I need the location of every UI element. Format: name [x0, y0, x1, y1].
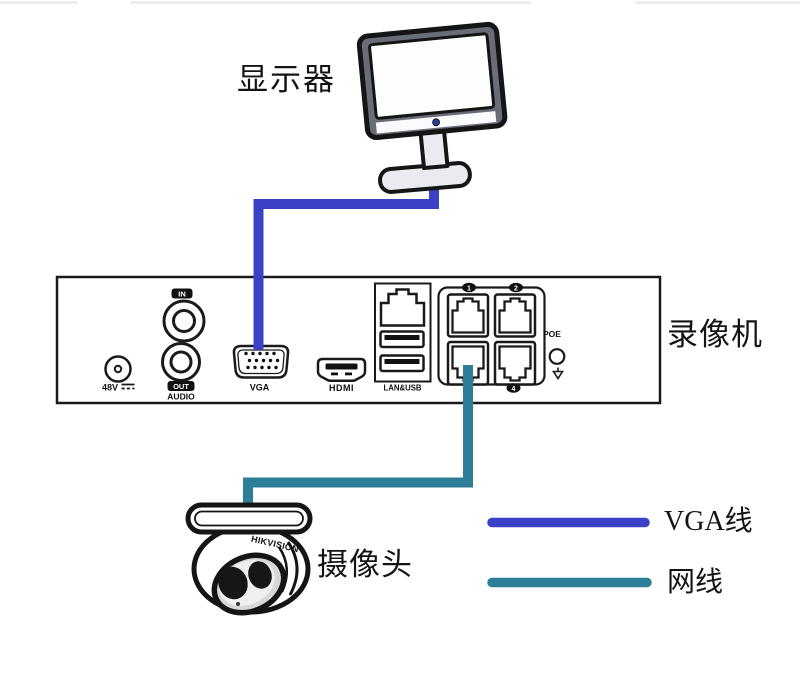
- poe-port-1-inner: [451, 297, 485, 334]
- poe-label: POE: [543, 329, 561, 339]
- poe-port-4-badge: [506, 383, 521, 393]
- vga-pins: [244, 351, 280, 370]
- poe-block: 1 2 4 POE: [437, 282, 566, 393]
- poe-port-4-number: 4: [512, 386, 516, 393]
- top-edge-artifact: [130, 1, 530, 4]
- camera-mount-ring-inner: [194, 510, 304, 527]
- camera-ir-led-icon: [248, 561, 272, 589]
- monitor-illustration: [356, 21, 508, 194]
- top-edge-artifact: [636, 1, 800, 4]
- hdmi-connector-tongue: [325, 363, 358, 370]
- audio-out-badge: [167, 381, 195, 391]
- audio-in-badge-label: IN: [178, 290, 186, 299]
- recorder-panel: 48V IN OUT AUDIO: [55, 275, 662, 405]
- camera-illustration: HIKVISION: [185, 502, 313, 616]
- dc-jack-icon: [104, 355, 132, 383]
- legend-network-label: 网线: [667, 567, 724, 598]
- camera-dome-contour: [286, 541, 299, 596]
- poe-port-4-inner: [498, 345, 532, 382]
- camera-mic-dot: [236, 602, 240, 606]
- audio-in-badge: [171, 288, 193, 299]
- usb-port-2-tongue: [384, 359, 420, 364]
- legend-vga-label: VGA线: [664, 506, 753, 537]
- camera-mount-ring: [185, 502, 313, 535]
- recorder-chassis: [55, 275, 662, 405]
- poe-port-2-number: 2: [514, 286, 518, 293]
- monitor-power-led: [432, 118, 440, 127]
- hdmi-port: HDMI: [316, 357, 367, 393]
- vga-port: VGA: [232, 344, 290, 393]
- lan-usb-block: LAN&USB: [374, 282, 432, 393]
- audio-out-badge-label: OUT: [173, 382, 189, 391]
- monitor-screen-assembly: [356, 21, 508, 141]
- recorder-label: 录像机: [667, 317, 763, 352]
- hdmi-label: HDMI: [329, 383, 354, 393]
- network-cable: [243, 365, 473, 514]
- dc-jack-pin: [113, 364, 123, 374]
- hdmi-connector-outline: [316, 357, 367, 383]
- hdmi-pin-mark: [345, 372, 352, 376]
- poe-port-1-badge: [462, 282, 476, 293]
- audio-label: AUDIO: [167, 392, 195, 402]
- lan-rj45-icon: [379, 288, 426, 327]
- monitor-label: 显示器: [237, 62, 336, 97]
- audio-jacks: IN OUT AUDIO: [161, 288, 206, 402]
- vga-label: VGA: [250, 383, 270, 393]
- vga-cable: [253, 180, 439, 350]
- power-label: 48V: [102, 383, 118, 393]
- poe-port-1-number: 1: [467, 286, 471, 293]
- ground-icon: [552, 367, 564, 380]
- power-jack-48v: 48V: [102, 355, 135, 393]
- poe-port-2-inner: [498, 297, 532, 334]
- hdmi-pin-mark: [331, 372, 338, 376]
- audio-out-jack-center: [169, 350, 193, 374]
- usb-port-1-tongue: [384, 335, 420, 340]
- poe-indicator-circle: [548, 348, 566, 365]
- lan-usb-label: LAN&USB: [383, 384, 421, 393]
- audio-in-jack-center: [172, 309, 196, 333]
- camera-lens-icon: [218, 566, 248, 600]
- monitor-screen: [368, 32, 496, 120]
- poe-port-2-badge: [509, 282, 523, 293]
- camera-label: 摄像头: [317, 547, 413, 582]
- lan-usb-frame: [374, 282, 432, 383]
- top-edge-artifact: [0, 1, 78, 4]
- vga-connector-inner: [237, 349, 285, 375]
